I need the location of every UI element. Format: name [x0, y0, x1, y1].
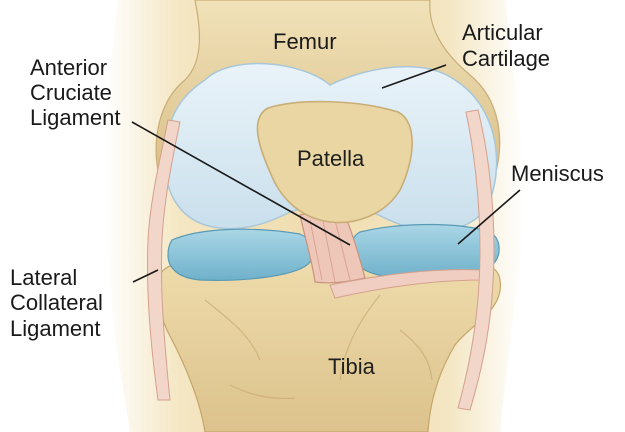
label-meniscus: Meniscus	[511, 161, 604, 186]
label-lateral-collateral-ligament: Lateral Collateral Ligament	[10, 265, 109, 341]
label-articular-cartilage: Articular Cartilage	[462, 20, 550, 71]
label-anterior-cruciate-ligament: Anterior Cruciate Ligament	[30, 55, 121, 130]
label-tibia: Tibia	[328, 354, 376, 379]
label-femur: Femur	[273, 29, 337, 54]
label-patella: Patella	[297, 146, 365, 171]
meniscus-left	[168, 229, 312, 280]
